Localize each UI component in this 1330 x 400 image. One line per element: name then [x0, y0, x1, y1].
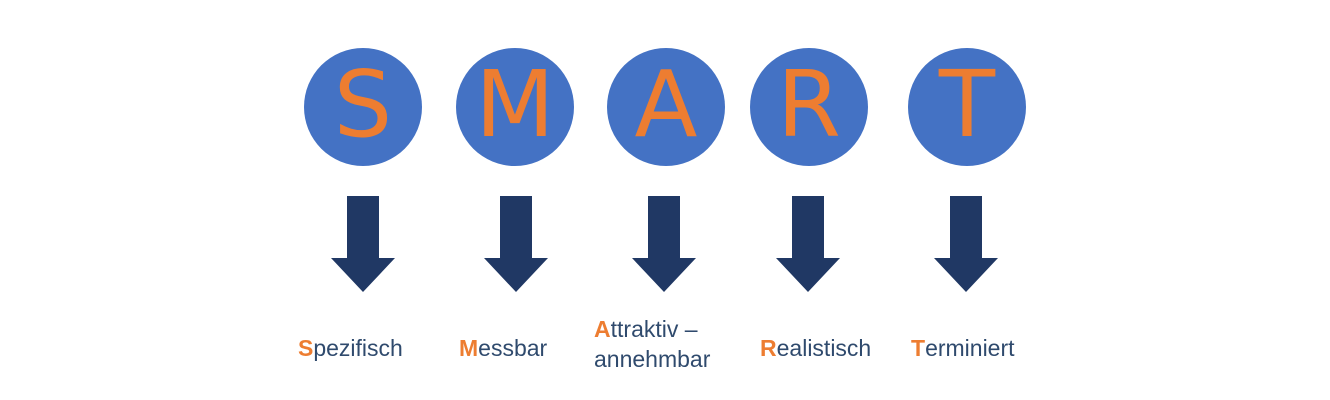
circle-s: S [304, 48, 422, 166]
circle-t: T [908, 48, 1026, 166]
circle-letter-s: S [333, 51, 393, 158]
label-initial-r: R [760, 335, 777, 361]
label-rest-s: pezifisch [313, 335, 403, 361]
label-initial-a: A [594, 316, 611, 342]
label-messbar: Messbar [459, 333, 547, 363]
label-attraktiv-line2: annehmbar [594, 346, 711, 372]
label-initial-m: M [459, 335, 479, 361]
arrow-down-icon-t [934, 196, 998, 292]
circle-r: R [750, 48, 868, 166]
circle-a: A [607, 48, 725, 166]
label-attraktiv-line1: Attraktiv – [594, 314, 710, 344]
arrow-down-icon-m [484, 196, 548, 292]
arrow-down-icon-a [632, 196, 696, 292]
label-rest-t: erminiert [925, 335, 1015, 361]
label-terminiert: Terminiert [911, 333, 1015, 363]
label-rest-a: ttraktiv – [610, 316, 698, 342]
label-rest-m: essbar [478, 335, 548, 361]
circle-letter-m: M [475, 51, 555, 158]
circle-m: M [456, 48, 574, 166]
circle-letter-t: T [938, 51, 996, 158]
label-spezifisch: Spezifisch [298, 333, 403, 363]
circle-letter-a: A [634, 51, 698, 158]
arrow-down-icon-s [331, 196, 395, 292]
label-realistisch: Realistisch [760, 333, 871, 363]
arrow-down-icon-r [776, 196, 840, 292]
circle-letter-r: R [777, 51, 841, 158]
label-rest-r: ealistisch [776, 335, 872, 361]
label-initial-t: T [911, 335, 926, 361]
label-attraktiv: Attraktiv –annehmbar [594, 314, 710, 374]
label-initial-s: S [298, 335, 314, 361]
